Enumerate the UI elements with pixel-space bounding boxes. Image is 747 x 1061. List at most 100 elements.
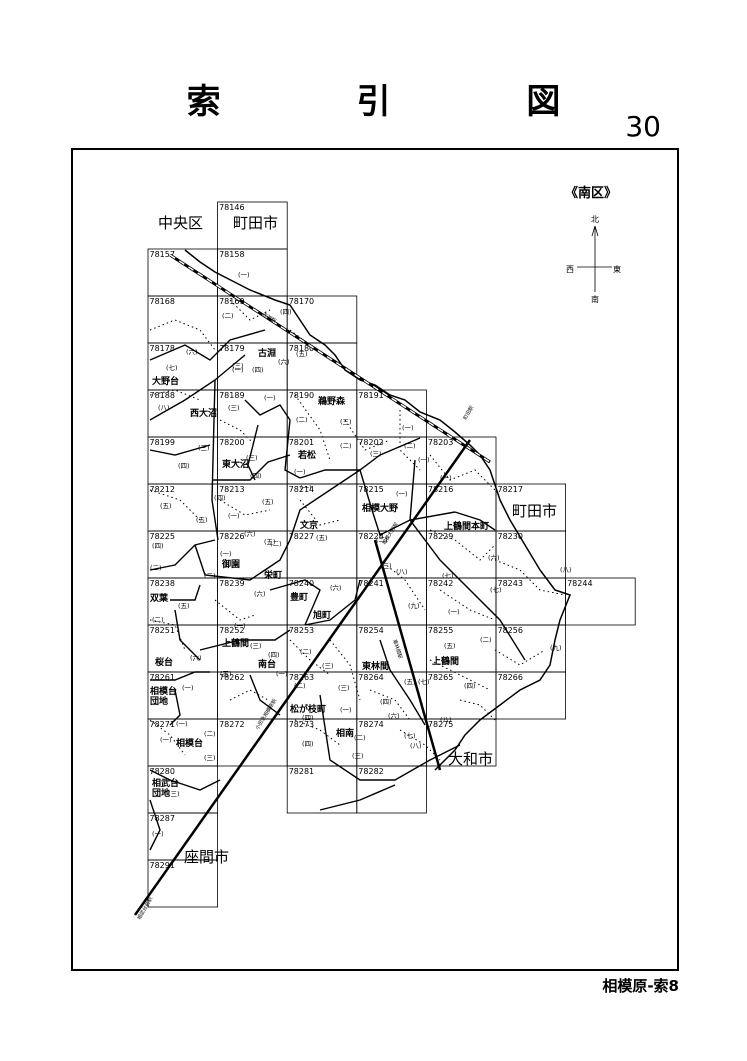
map-cell [356,765,427,814]
chome-mark: (七) [418,677,430,686]
cell-number: 78201 [289,438,314,447]
city-label-machida: 町田市 [512,502,557,520]
chome-mark: (四) [268,651,280,659]
cell-number: 78230 [498,532,523,541]
cell-number: 78280 [150,767,175,776]
cell-number: 78243 [498,579,523,588]
cell-number: 78190 [289,391,314,400]
cell-number: 78216 [428,485,453,494]
district-boundaries [149,329,526,851]
chome-mark: (二) [480,636,492,644]
city-label-machida: 町田市 [233,214,278,232]
chome-mark: (一) [220,550,232,558]
cell-number: 78157 [150,250,175,259]
chome-mark: (六) [330,583,342,592]
chome-mark: (八) [440,716,452,724]
chome-mark: (二) [300,648,312,656]
place-name-kamitsuruma2: 上鶴間 [432,655,459,667]
chome-mark: (四) [302,714,314,722]
chome-mark: (一) [340,706,352,714]
cell-number: 78229 [428,532,453,541]
place-name-misono: 御園 [221,558,240,570]
chome-mark: (一) [152,830,164,838]
chome-mark: (一) [418,456,430,464]
place-name-higashionuma: 東大沼 [222,458,249,470]
city-label-zama: 座間市 [184,848,229,866]
chome-mark: (五) [444,642,456,650]
cell-number: 78266 [498,673,523,682]
place-name-sakuradai: 桜台 [155,656,173,668]
chome-mark: (二) [376,536,388,544]
chome-mark: (二) [204,730,216,738]
cell-number: 78188 [150,391,175,400]
chome-mark: (七) [166,363,178,372]
chome-mark: (四) [302,740,314,748]
chome-mark: (四) [252,366,264,374]
chome-mark: (六) [190,653,202,662]
chome-mark: (二) [340,442,352,450]
place-name-wakamatsu: 若松 [297,449,316,461]
cell-number: 78282 [358,767,383,776]
chome-mark: (四) [250,472,262,480]
cell-number: 78264 [358,673,383,682]
cell-number: 78168 [150,297,175,306]
chome-mark: (一) [294,468,306,476]
chome-mark: (四) [380,698,392,706]
cell-number: 78200 [219,438,244,447]
chome-mark: (九) [550,643,562,652]
chome-mark: (三) [204,572,216,580]
chome-mark: (一) [300,484,312,492]
page-footer: 相模原-索8 [602,977,679,995]
map-frame [71,148,679,971]
cell-number: 78169 [219,297,244,306]
chome-mark: (二) [150,564,162,572]
cell-number: 78265 [428,673,453,682]
place-name-minamidai: 南台 [258,658,276,670]
place-name-unomori: 鵜野森 [317,395,346,407]
chome-mark: (一) [182,684,194,692]
cell-number: 78240 [289,579,314,588]
compass-north: 北 [591,215,599,224]
district-label: 《南区》 [565,185,617,201]
chome-mark: (六) [186,347,198,356]
cell-number: 78170 [289,297,314,306]
chome-mark: (二) [404,442,416,450]
page-number: 30 [625,110,661,143]
place-name-bunkyo: 文京 [299,519,318,531]
cell-number: 78228 [358,532,383,541]
cell-number: 78215 [358,485,383,494]
cell-number: 78252 [219,626,244,635]
chome-mark: (五) [262,498,274,506]
cell-number: 78291 [150,861,175,870]
chome-mark: (五) [316,534,328,542]
map-cell [147,859,218,908]
place-name-toyocho: 豊町 [290,591,308,603]
city-label-yamato: 大和市 [448,750,493,768]
chome-mark: (七) [490,585,502,594]
chome-mark: (三) [228,404,240,412]
cell-number: 78226 [219,532,244,541]
map-cell [565,577,636,626]
place-name-sakaecho: 栄町 [263,569,282,581]
chome-mark: (五) [160,502,172,510]
place-name-kobuchi: 古淵 [258,347,276,359]
cell-number: 78242 [428,579,453,588]
place-name-sagamiono: 相模大野 [362,502,398,514]
railway-odakyu-line [133,439,472,916]
chome-mark: (一) [396,490,408,498]
chome-mark: (三) [246,454,258,462]
chome-mark: (三) [168,790,180,798]
chome-mark: (三) [340,418,352,426]
cell-number: 78178 [150,344,175,353]
cell-number: 78287 [150,814,175,823]
city-label-chuo: 中央区 [158,214,203,232]
chome-mark: (三) [204,754,216,762]
compass-south: 南 [591,294,599,304]
chome-mark: (六) [388,711,400,720]
chome-mark: (六) [278,357,290,366]
chome-mark: (五) [404,678,416,686]
chome-mark: (一) [238,271,250,279]
chome-mark: (二) [354,734,366,742]
cell-number: 78255 [428,626,453,635]
